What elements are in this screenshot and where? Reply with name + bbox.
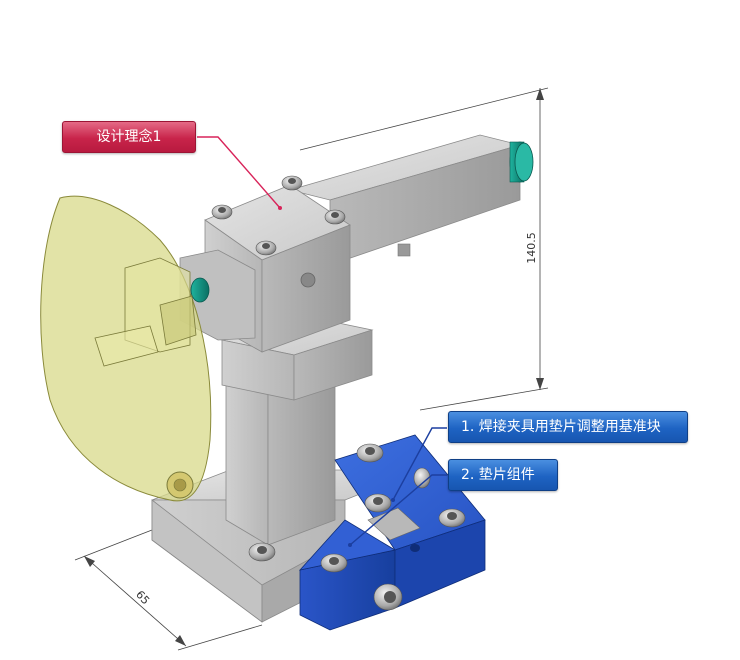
bolt-icon [356, 443, 384, 463]
leader-lines [197, 136, 447, 547]
dimension-height-label: 140.5 [525, 232, 538, 264]
bolt-icon [211, 204, 233, 220]
callout-shim-assembly: 2. 垫片组件 [448, 459, 558, 491]
callout-design-concept: 设计理念1 [62, 121, 196, 153]
bolt-icon [410, 544, 420, 552]
bolt-icon [373, 583, 403, 611]
bolt-icon [281, 175, 303, 191]
bolt-icon [364, 493, 392, 513]
callout-reference-block-text: 1. 焊接夹具用垫片调整用基准块 [461, 419, 661, 435]
bolt-icon [255, 240, 277, 256]
head-block [179, 184, 351, 353]
callout-shim-assembly-text: 2. 垫片组件 [461, 467, 535, 483]
bolt-icon [248, 542, 276, 562]
bolt-icon [320, 553, 348, 573]
bolt-icon [438, 508, 466, 528]
callout-design-concept-text: 设计理念1 [96, 129, 162, 145]
bolt-icon [324, 209, 346, 225]
dimension-width-label: 65 [133, 588, 152, 607]
adjust-knob [509, 141, 534, 183]
bolts [211, 175, 466, 611]
bolt-icon [413, 467, 431, 489]
transparent-shield [40, 195, 212, 502]
callout-reference-block: 1. 焊接夹具用垫片调整用基准块 [448, 411, 688, 443]
dimension-height: 140.5 [299, 87, 549, 411]
